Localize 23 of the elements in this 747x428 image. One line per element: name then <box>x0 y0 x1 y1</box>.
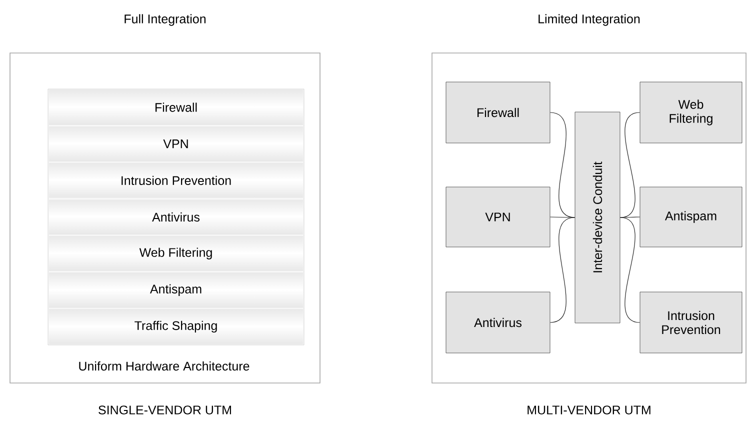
panel-title: Limited Integration <box>538 14 640 26</box>
feature-row: Web Filtering <box>139 248 212 260</box>
panel-caption: SINGLE-VENDOR UTM <box>98 406 231 414</box>
function-box: Antispam <box>640 186 742 248</box>
connector-line <box>550 217 576 323</box>
feature-row: VPN <box>163 140 188 148</box>
feature-row: Intrusion Prevention <box>122 176 231 186</box>
connector-line <box>620 216 640 218</box>
feature-row: Antispam <box>150 284 202 296</box>
feature-row: Antivirus <box>152 212 200 222</box>
panel-title: Full Integration <box>124 14 206 26</box>
conduit-bar: Inter-device Conduit <box>574 112 620 324</box>
function-box: Antivirus <box>446 292 550 354</box>
connector-line <box>620 217 640 323</box>
function-box: Firewall <box>446 82 550 144</box>
function-box: VPN <box>446 186 550 248</box>
feature-row: Traffic Shaping <box>134 320 217 333</box>
panel-footer: Uniform Hardware Architecture <box>79 361 250 371</box>
connector-line <box>550 216 576 218</box>
feature-row: Firewall <box>156 102 197 112</box>
function-box: Intrusion Prevention <box>640 292 742 354</box>
function-box: Web Filtering <box>640 82 742 144</box>
panel-caption: MULTI-VENDOR UTM <box>528 406 650 414</box>
